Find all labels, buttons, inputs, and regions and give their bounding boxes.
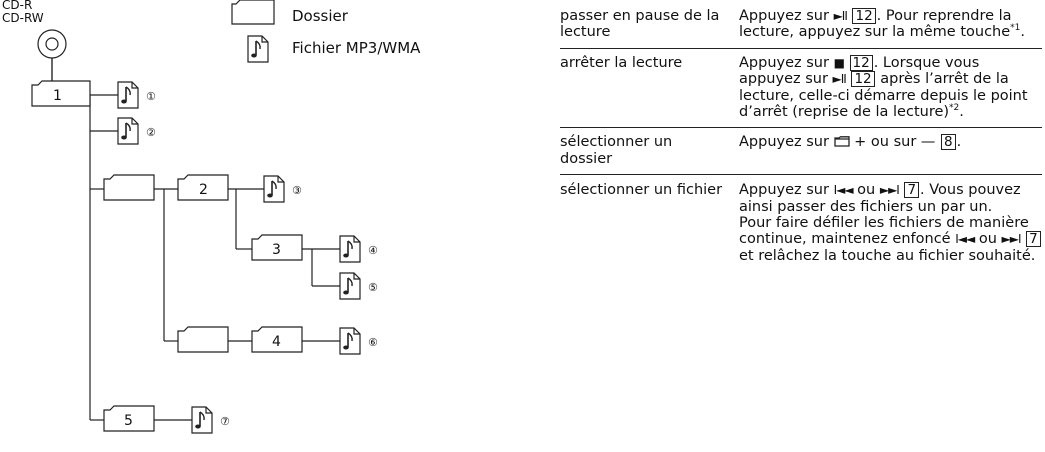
key-number-badge: 7 bbox=[1026, 231, 1041, 248]
folder-2: 2 bbox=[177, 174, 229, 201]
svg-text:3: 3 bbox=[272, 242, 281, 258]
action-cell: sélectionner un fichier bbox=[560, 182, 723, 199]
svg-text:5: 5 bbox=[124, 413, 133, 429]
key-number-badge: 12 bbox=[849, 54, 873, 71]
action-cell: passer en pause de la lecture bbox=[560, 8, 720, 41]
key-number-badge: 12 bbox=[852, 8, 876, 24]
operations-table: passer en pause de la lecture Appuyez su… bbox=[560, 8, 1042, 267]
note-icon bbox=[339, 235, 361, 263]
key-number-badge: 8 bbox=[941, 134, 956, 151]
svg-text:1: 1 bbox=[53, 88, 62, 104]
folder-unnamed-b bbox=[177, 326, 229, 353]
file-number-6: ⑥ bbox=[368, 336, 378, 349]
play-pause-icon: ►II bbox=[832, 72, 847, 87]
disc-icon bbox=[37, 29, 67, 59]
cd-r-label: CD-R bbox=[2, 0, 32, 12]
svg-text:4: 4 bbox=[272, 334, 281, 350]
folder-3: 3 bbox=[251, 234, 303, 261]
folder-5: 5 bbox=[103, 405, 155, 432]
action-cell: sélectionner un dossier bbox=[560, 134, 673, 167]
svg-text:2: 2 bbox=[199, 182, 208, 198]
description-cell: Appuyez sur I◄◄ ou ►►I 7. Vous pouvez ai… bbox=[733, 175, 1042, 268]
note-icon bbox=[117, 117, 139, 145]
note-icon bbox=[117, 81, 139, 109]
folder-unnamed-a bbox=[103, 174, 155, 201]
previous-track-icon: I◄◄ bbox=[833, 183, 854, 198]
file-number-5: ⑤ bbox=[368, 281, 378, 294]
note-icon bbox=[339, 327, 361, 355]
description-cell: Appuyez sur ►II 12. Pour reprendre la le… bbox=[739, 8, 1025, 41]
next-track-icon: ►►I bbox=[1001, 232, 1022, 247]
legend-file-label: Fichier MP3/WMA bbox=[292, 39, 421, 57]
folder-icon bbox=[833, 136, 850, 148]
file-number-3: ③ bbox=[292, 184, 302, 197]
description-cell: Appuyez sur + ou sur — 8. bbox=[739, 134, 962, 151]
key-number-badge: 12 bbox=[851, 71, 875, 88]
legend-folder-label: Dossier bbox=[292, 7, 349, 25]
note-icon bbox=[191, 406, 213, 434]
key-number-badge: 7 bbox=[904, 182, 920, 199]
legend-note-icon bbox=[247, 35, 269, 63]
previous-track-icon: I◄◄ bbox=[955, 232, 975, 247]
play-pause-icon: ►II bbox=[833, 9, 848, 23]
file-number-4: ④ bbox=[368, 244, 378, 257]
file-number-2: ② bbox=[146, 126, 156, 139]
legend-folder-icon bbox=[231, 0, 275, 25]
folder-tree-diagram: CD-R CD-RW Dossier Fichier MP3/WMA 1 ① ② bbox=[2, 0, 421, 434]
file-number-7: ⑦ bbox=[220, 415, 230, 428]
note-icon bbox=[339, 272, 361, 300]
table-row: sélectionner un fichier Appuyez sur I◄◄ … bbox=[560, 174, 1042, 268]
action-cell: arrêter la lecture bbox=[560, 54, 683, 71]
table-row: sélectionner un dossier Appuyez sur + ou… bbox=[560, 127, 1042, 175]
stop-icon: ■ bbox=[833, 55, 845, 70]
file-number-1: ① bbox=[146, 90, 156, 103]
folder-4: 4 bbox=[251, 326, 303, 353]
next-track-icon: ►►I bbox=[879, 183, 900, 198]
table-row: arrêter la lecture Appuyez sur ■ 12. Lor… bbox=[560, 48, 1042, 128]
description-cell: Appuyez sur ■ 12. Lorsque vous appuyez s… bbox=[739, 54, 1028, 121]
table-row: passer en pause de la lecture Appuyez su… bbox=[560, 8, 1042, 48]
cd-rw-label: CD-RW bbox=[2, 11, 44, 25]
folder-1: 1 bbox=[31, 80, 91, 107]
note-icon bbox=[263, 175, 285, 203]
